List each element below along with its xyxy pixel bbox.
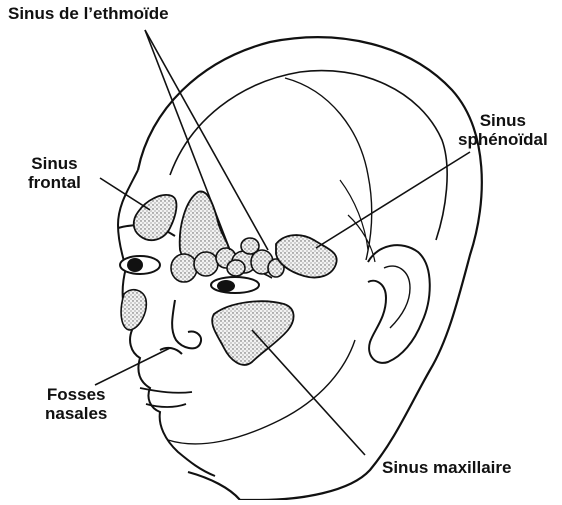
label-sinus-sphenoidal-line2: sphénoïdal (458, 130, 548, 149)
ear-inner (384, 266, 410, 328)
label-fosses-nasales-line1: Fosses (45, 385, 107, 404)
leader-line-maxillaire (252, 330, 365, 455)
eye-right-iris (217, 280, 235, 292)
jaw-line (168, 340, 355, 444)
label-sinus-frontal-line2: frontal (28, 173, 81, 192)
label-sinus-sphenoidal-line1: Sinus (458, 111, 548, 130)
ethmoid-cell (241, 238, 259, 254)
label-sinus-maxillaire: Sinus maxillaire (382, 458, 511, 477)
label-fosses-nasales-line2: nasales (45, 404, 107, 423)
sinus-maxillary-right (212, 301, 293, 365)
label-sinus-sphenoidal: Sinus sphénoïdal (458, 111, 548, 149)
ethmoid-cell (227, 260, 245, 276)
leader-line-fosses (95, 348, 170, 385)
eye-left-iris (127, 258, 143, 272)
nose (160, 300, 201, 354)
label-sinus-ethmoide-text: Sinus de l’ethmoïde (8, 4, 169, 23)
label-fosses-nasales: Fosses nasales (45, 385, 107, 423)
leader-line-sphenoidal (316, 152, 470, 248)
leader-line-frontal (100, 178, 150, 210)
hair-line-2 (285, 78, 372, 260)
sinus-maxillary-left (121, 290, 146, 330)
label-sinus-maxillaire-text: Sinus maxillaire (382, 458, 511, 477)
ethmoid-cell (194, 252, 218, 276)
hair-line-3 (340, 180, 375, 262)
label-sinus-frontal: Sinus frontal (28, 154, 81, 192)
ethmoid-cell (171, 254, 197, 282)
label-sinus-frontal-line1: Sinus (28, 154, 81, 173)
label-sinus-ethmoide: Sinus de l’ethmoïde (8, 4, 169, 23)
ear (368, 245, 430, 363)
